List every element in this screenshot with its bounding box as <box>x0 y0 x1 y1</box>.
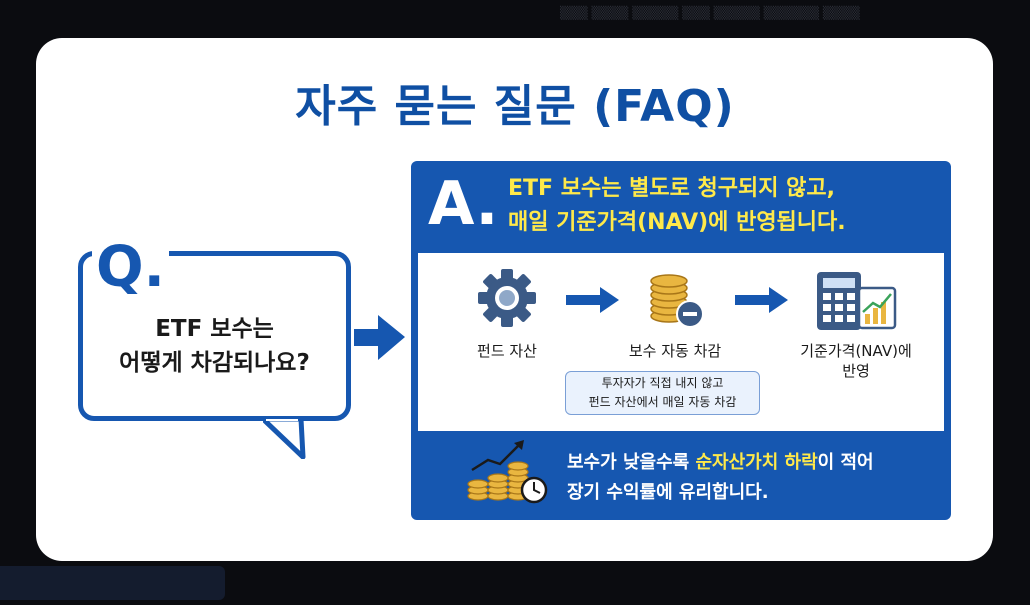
answer-line-1: ETF 보수는 별도로 청구되지 않고, <box>508 176 835 201</box>
background-text: ▒▒▒ ▒▒▒▒ ▒▒▒▒▒ ▒▒▒ ▒▒▒▒▒ ▒▒▒▒▒▒ ▒▒▒▒ <box>560 6 860 20</box>
answer-line-2: 매일 기준가격(NAV)에 반영됩니다. <box>508 210 846 235</box>
summary-line-1: 보수가 낮을수록 순자산가치 하락이 적어 <box>567 448 937 478</box>
question-line-2: 어떻게 차감되나요? <box>119 350 310 376</box>
note-line-2: 펀드 자산에서 매일 자동 차감 <box>588 395 737 409</box>
summary-highlight: 순자산가치 하락 <box>695 452 818 473</box>
flow-step-nav-line-1: 기준가격(NAV)에 <box>800 342 912 360</box>
background-bar <box>0 566 225 600</box>
coins-minus-icon <box>650 274 704 328</box>
note-line-1: 투자자가 직접 내지 않고 <box>601 376 724 390</box>
flow-step-fund-assets: 펀드 자산 <box>477 342 537 360</box>
flow-step-nav-line-2: 반영 <box>842 362 870 380</box>
summary-line-2: 장기 수익률에 유리합니다. <box>567 482 769 503</box>
summary-part-1: 보수가 낮을수록 <box>567 452 696 473</box>
summary-text: 보수가 낮을수록 순자산가치 하락이 적어 장기 수익률에 유리합니다. <box>567 448 937 508</box>
flow-step-nav: 기준가격(NAV)에 반영 <box>775 341 937 381</box>
arrow-right-icon <box>566 287 619 313</box>
calculator-chart-icon <box>817 272 897 330</box>
deduction-note: 투자자가 직접 내지 않고 펀드 자산에서 매일 자동 차감 <box>565 371 760 415</box>
question-line-1: ETF 보수는 <box>155 316 274 342</box>
answer-letter: A. <box>428 169 499 239</box>
question-text: ETF 보수는 어떻게 차감되나요? <box>78 312 351 380</box>
flow-step-fee-deduction: 보수 자동 차감 <box>628 342 722 360</box>
answer-text: ETF 보수는 별도로 청구되지 않고, 매일 기준가격(NAV)에 반영됩니다… <box>508 172 938 240</box>
summary-part-2: 이 적어 <box>817 452 874 473</box>
page-title: 자주 묻는 질문 (FAQ) <box>295 81 735 132</box>
question-letter: Q. <box>92 240 169 296</box>
coins-growth-clock-icon <box>467 440 548 504</box>
arrow-right-icon <box>354 315 405 360</box>
gear-icon <box>478 269 536 327</box>
bubble-tail <box>263 419 306 459</box>
arrow-right-icon <box>735 287 788 313</box>
